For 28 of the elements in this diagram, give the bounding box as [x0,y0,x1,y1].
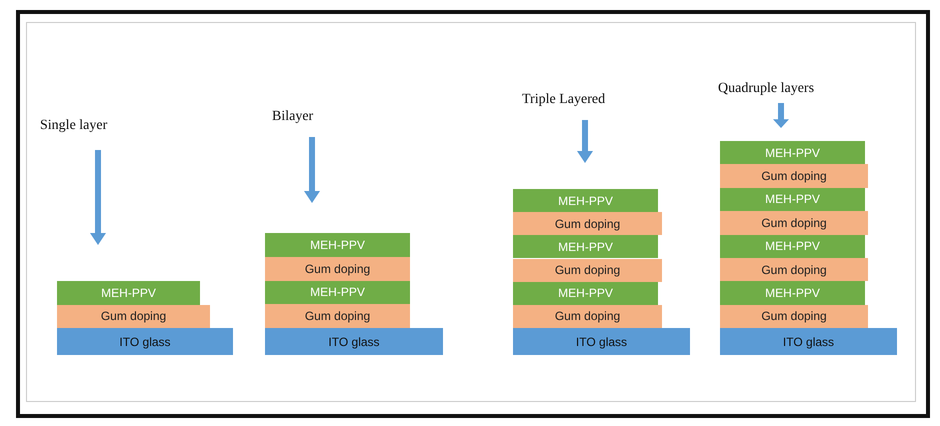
doping-layer: Gum doping [513,258,662,282]
polymer-layer: MEH-PPV [720,188,865,212]
substrate-layer: ITO glass [513,328,690,355]
polymer-layer: MEH-PPV [513,189,658,212]
polymer-layer: MEH-PPV [513,282,658,305]
doping-layer: Gum doping [57,304,210,328]
substrate-layer: ITO glass [720,328,897,355]
polymer-layer: MEH-PPV [265,233,410,257]
polymer-layer: MEH-PPV [265,280,410,304]
polymer-layer: MEH-PPV [720,234,865,258]
doping-layer: Gum doping [265,304,410,328]
doping-layer: Gum doping [265,256,410,280]
doping-layer: Gum doping [720,304,868,328]
stack-title: Triple Layered [522,92,606,108]
polymer-layer: MEH-PPV [513,235,658,258]
doping-layer: Gum doping [513,212,662,236]
doping-layer: Gum doping [513,304,662,328]
stack-title: Bilayer [272,109,314,125]
doping-layer: Gum doping [720,211,868,234]
substrate-layer: ITO glass [265,328,443,355]
doping-layer: Gum doping [720,258,868,282]
polymer-layer: MEH-PPV [720,281,865,305]
doping-layer: Gum doping [720,164,868,188]
substrate-layer: ITO glass [57,328,233,355]
polymer-layer: MEH-PPV [57,281,200,304]
stack-title: Quadruple layers [718,81,814,97]
polymer-layer: MEH-PPV [720,141,865,164]
stack-title: Single layer [40,118,108,134]
